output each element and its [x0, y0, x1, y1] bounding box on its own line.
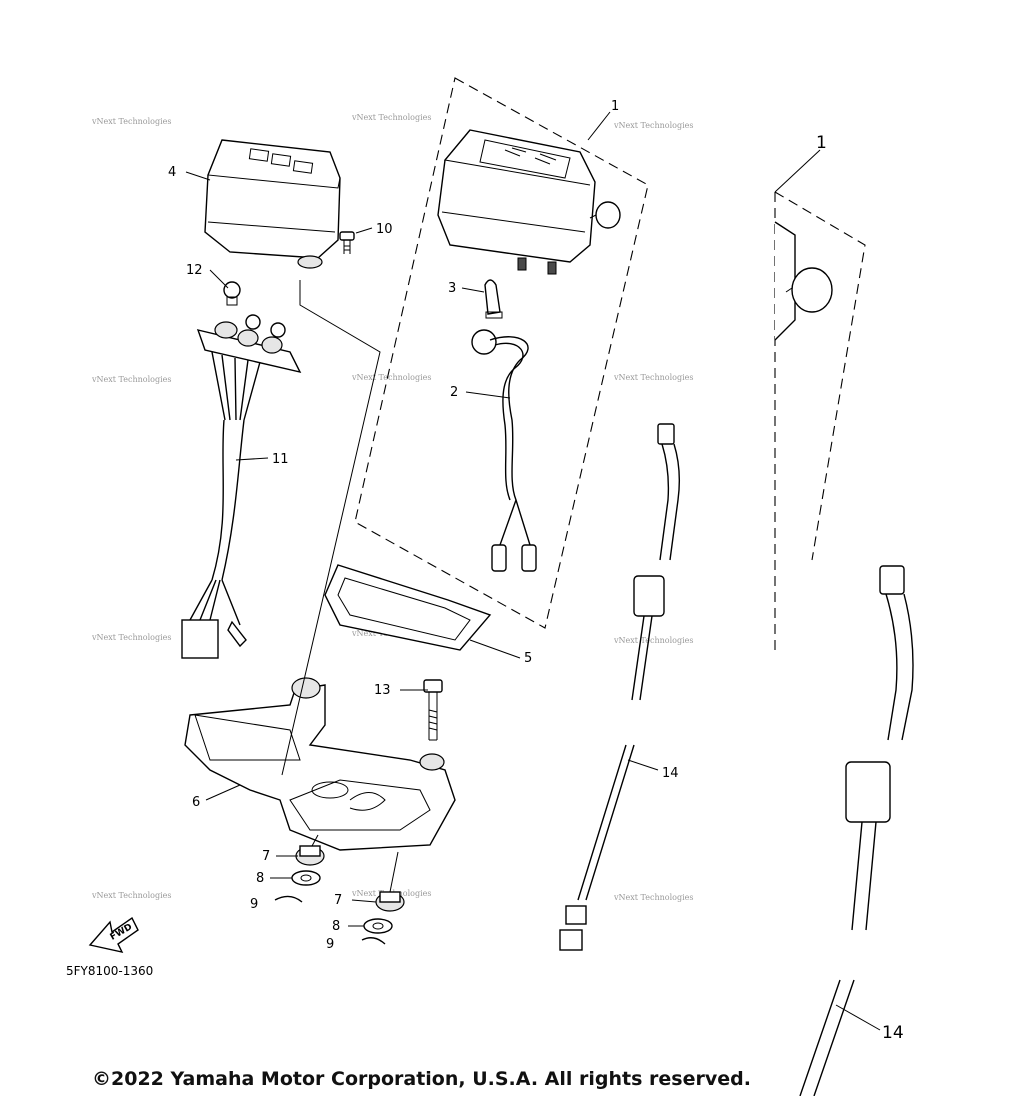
fwd-arrow: FWD	[88, 916, 139, 953]
socket-cord	[471, 329, 537, 572]
callout-9-left: 9	[250, 897, 258, 912]
callout-2: 2	[450, 385, 458, 400]
copyright-notice: ©2022 Yamaha Motor Corporation, U.S.A. A…	[92, 1068, 751, 1090]
diagram-code: 5FY8100-1360	[66, 964, 153, 978]
callout-1-small: 1	[611, 99, 619, 114]
callout-12: 12	[186, 263, 203, 278]
washer-left	[291, 870, 321, 886]
callout-11: 11	[272, 452, 289, 467]
callout-4: 4	[168, 165, 176, 180]
leader-lines	[185, 111, 881, 1031]
callout-10: 10	[376, 222, 393, 237]
callout-8-right: 8	[332, 919, 340, 934]
gasket	[324, 564, 492, 651]
watermark: vNext Technologies	[91, 375, 171, 384]
callout-14-large: 14	[882, 1023, 904, 1043]
meter-housing	[204, 139, 341, 269]
damper-right	[375, 891, 405, 912]
bulb	[484, 279, 503, 319]
watermark: vNext Technologies	[613, 373, 693, 382]
speedometer-cable-large	[799, 565, 914, 1096]
screw	[339, 231, 355, 254]
callout-14-small: 14	[662, 766, 679, 781]
speedometer-cable	[559, 423, 681, 951]
washer-right	[363, 918, 393, 934]
watermark: vNext Technologies	[351, 373, 431, 382]
callout-13: 13	[374, 683, 391, 698]
callout-7-right: 7	[334, 893, 342, 908]
watermark: vNext Technologies	[91, 891, 171, 900]
callout-6: 6	[192, 795, 200, 810]
watermark: vNext Technologies	[91, 117, 171, 126]
assembly-boundary-large	[774, 191, 866, 655]
meter-lead	[181, 314, 302, 659]
watermark: vNext Technologies	[613, 636, 693, 645]
watermark: vNext Technologies	[91, 633, 171, 642]
watermark: vNext Technologies	[613, 893, 693, 902]
pin-left	[274, 895, 303, 903]
damper-left	[295, 845, 325, 866]
callout-7-left: 7	[262, 849, 270, 864]
callout-1-large: 1	[816, 133, 827, 153]
callouts: 1 1 4 10 12 3 2 11 5 13 6 14 7 8 9 7 8 9…	[168, 99, 904, 1043]
speedometer-assembly-large	[774, 221, 833, 341]
callout-3: 3	[448, 281, 456, 296]
bolt	[423, 679, 443, 741]
speedometer-assembly	[437, 129, 621, 275]
pin-right	[361, 937, 386, 945]
callout-8-left: 8	[256, 871, 264, 886]
callout-5: 5	[524, 651, 532, 666]
watermark: vNext Technologies	[351, 113, 431, 122]
meter-bracket	[184, 677, 456, 851]
bulb-small	[223, 281, 241, 306]
assembly-boundary-small	[354, 77, 649, 629]
callout-9-right: 9	[326, 937, 334, 952]
watermark: vNext Technologies	[613, 121, 693, 130]
